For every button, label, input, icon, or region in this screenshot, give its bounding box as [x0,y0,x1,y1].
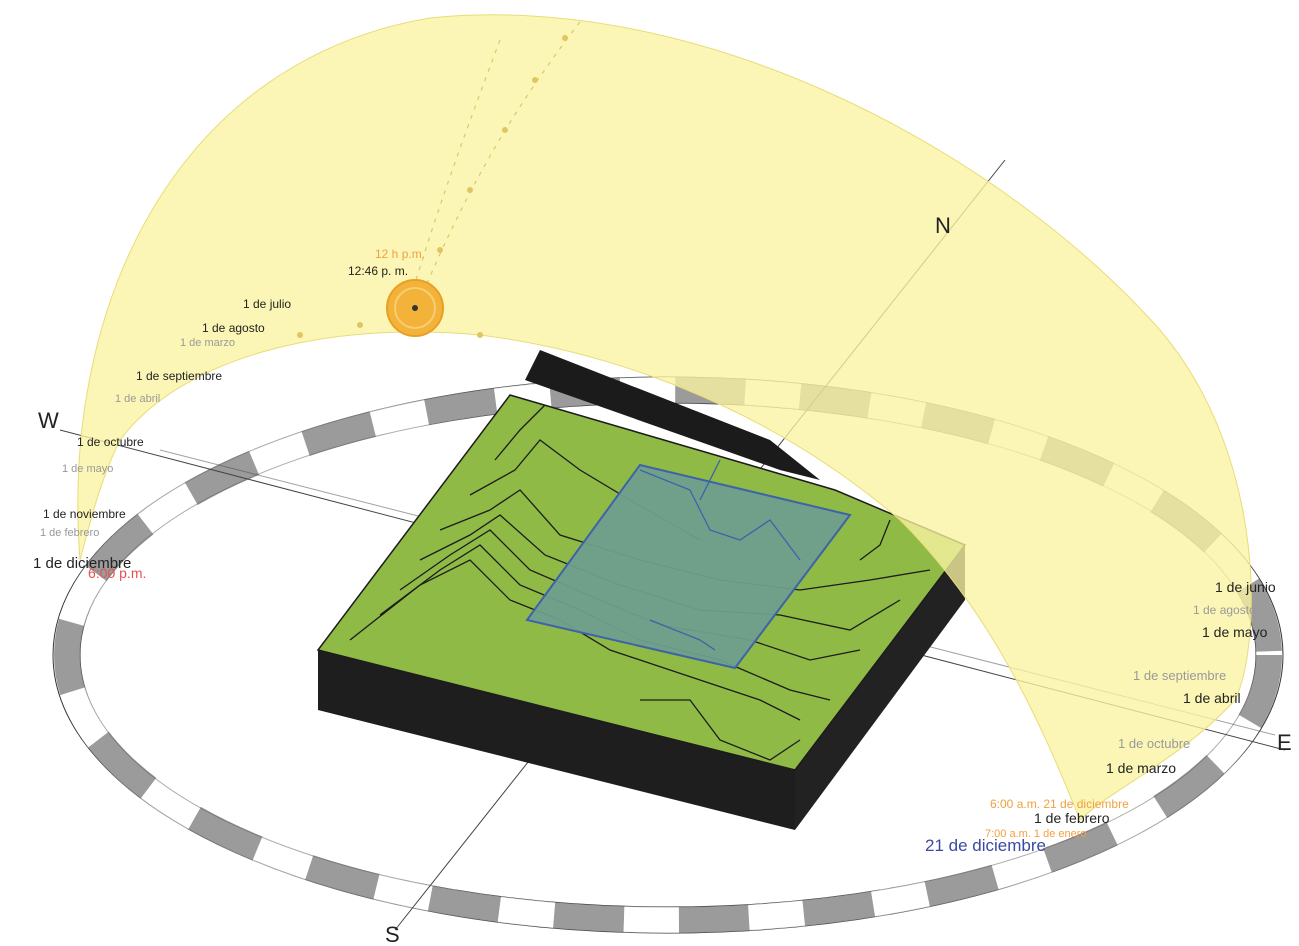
w-label-2: 1 de marzo [180,337,235,349]
w-label-8: 1 de febrero [40,527,99,539]
e-label-10: 21 de diciembre [925,836,1046,855]
e-label-0: 1 de junio [1215,579,1276,595]
w-label-0: 1 de julio [243,297,291,311]
terrain-side-front [318,650,795,830]
w-label-7: 1 de noviembre [43,507,126,521]
sun-path-dome [77,14,1252,821]
sun-time-label: 12:46 p. m. [348,264,408,278]
e-label-2: 1 de mayo [1202,624,1268,640]
e-label-4: 1 de abril [1183,690,1241,706]
sun-path-envelope [77,14,1252,821]
w-label-6: 1 de mayo [62,463,113,475]
e-label-3: 1 de septiembre [1133,668,1226,683]
w-label-10: 6:00 p.m. [88,565,146,581]
sun-hour-label: 12 h p.m. [375,247,425,261]
w-label-9: 1 de diciembre [33,555,131,572]
e-label-9: 7:00 a.m. 1 de enero [985,828,1087,840]
terrain-shadow [525,350,820,480]
compass-labels: N S E W [38,213,1292,946]
west-label: W [38,408,59,433]
e-label-6: 1 de marzo [1106,760,1176,776]
south-label: S [385,922,400,946]
site-lines [639,459,801,651]
e-label-7: 6:00 a.m. 21 de diciembre [990,797,1129,811]
north-label: N [935,213,951,238]
sun-icon [386,279,444,337]
e-label-8: 1 de febrero [1034,810,1110,826]
w-label-1: 1 de agosto [202,321,265,335]
east-date-labels: 1 de junio 1 de agosto 1 de mayo 1 de se… [925,579,1276,855]
e-label-5: 1 de octubre [1118,736,1190,751]
terrain-side-right [795,545,965,830]
w-label-5: 1 de octubre [77,435,144,449]
w-label-4: 1 de abril [115,393,160,405]
site-parcel [525,463,852,670]
east-label: E [1277,730,1292,755]
e-label-1: 1 de agosto [1193,603,1256,617]
west-date-labels: 1 de julio 1 de agosto 1 de marzo 1 de s… [33,297,291,581]
w-label-3: 1 de septiembre [136,369,222,383]
hour-points [297,35,568,338]
